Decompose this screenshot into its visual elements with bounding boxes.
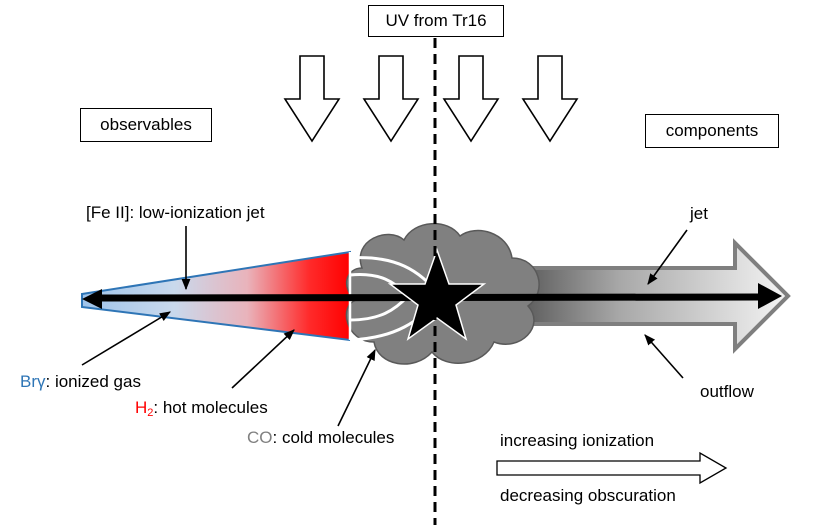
br-gamma-pointer (81, 311, 171, 366)
trend-bottom-label: decreasing obscuration (500, 486, 676, 505)
outflow-pointer (644, 334, 684, 379)
outflow-label: outflow (700, 382, 754, 401)
uv-arrow-icon (442, 55, 500, 143)
trend-arrow-icon (496, 451, 728, 485)
co-label: CO: cold molecules (247, 428, 394, 448)
br-gamma-species: Brγ (20, 372, 46, 391)
uv-arrow-icon (283, 55, 341, 143)
uv-source-label: UV from Tr16 (368, 5, 504, 37)
jet-left-head (82, 289, 102, 309)
br-gamma-label: Brγ: ionized gas (20, 372, 141, 392)
co-desc: : cold molecules (272, 428, 395, 447)
observables-box: observables (80, 108, 212, 142)
br-gamma-desc: : ionized gas (45, 372, 141, 391)
trend-top-label: increasing ionization (500, 431, 655, 450)
h2-pointer (231, 329, 295, 389)
h2-label: H2: hot molecules (135, 398, 268, 419)
h2-species: H (135, 398, 148, 417)
uv-arrows (283, 55, 579, 143)
jet-pointer (647, 229, 688, 285)
h2-desc: : hot molecules (153, 398, 268, 417)
uv-arrow-icon (521, 55, 579, 143)
jet-label: jet (690, 204, 708, 223)
components-box: components (645, 114, 779, 148)
h2-subscript: 2 (147, 407, 154, 419)
star-icon (387, 247, 487, 341)
jet-right-head (758, 283, 782, 309)
co-pointer (337, 348, 376, 427)
uv-arrow-icon (362, 55, 420, 143)
fe-ii-label: [Fe II]: low-ionization jet (86, 203, 265, 222)
co-species: CO (247, 428, 273, 447)
